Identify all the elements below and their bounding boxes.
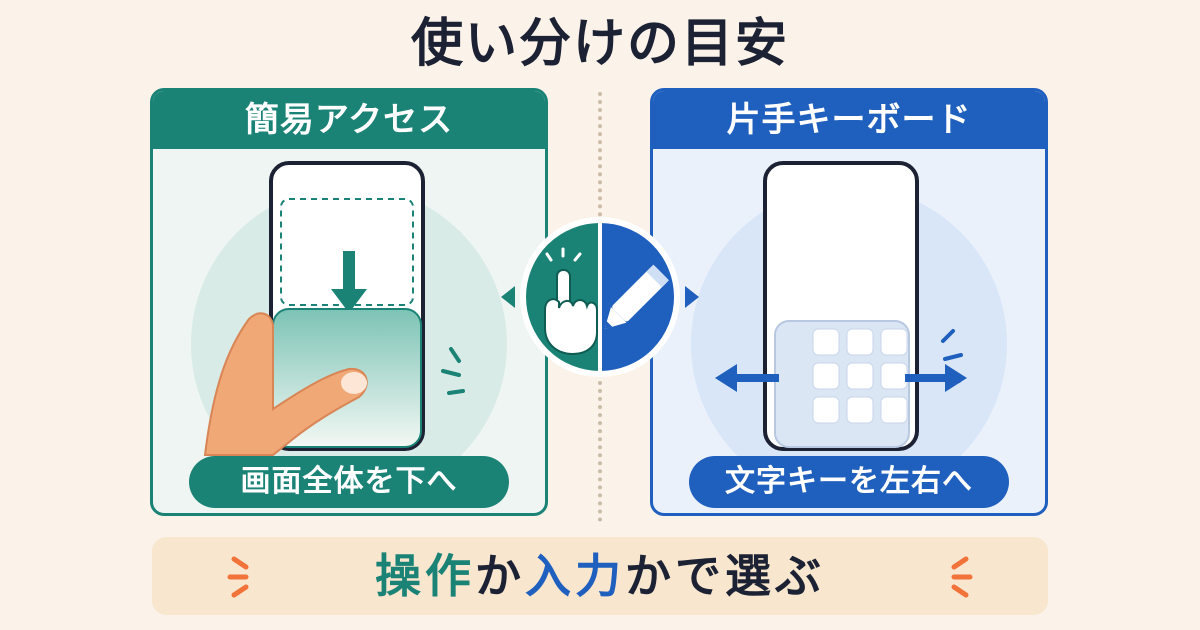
right-spark-icon <box>951 556 973 598</box>
bottom-message: 操作か入力かで選ぶ <box>152 537 1048 615</box>
reachability-panel: 簡易アクセス 画面全体を下へ <box>150 88 548 516</box>
down-arrow-icon <box>331 251 367 313</box>
center-badge <box>501 217 699 377</box>
bottom-rest: かで選ぶ <box>625 549 825 603</box>
reachability-caption: 画面全体を下へ <box>189 456 509 508</box>
bottom-banner: 操作か入力かで選ぶ <box>152 537 1048 615</box>
left-arrow-icon <box>715 364 779 392</box>
bottom-word-operation: 操作 <box>375 549 475 603</box>
reachability-illustration <box>191 161 507 502</box>
key-grid <box>812 328 908 424</box>
hand-icon <box>203 312 368 456</box>
motion-lines <box>941 329 963 383</box>
bottom-connector: か <box>475 549 525 603</box>
bottom-word-input: 入力 <box>525 549 625 603</box>
keyboard-illustration <box>691 161 1007 502</box>
left-spark-icon <box>227 556 249 598</box>
page-title: 使い分けの目安 <box>410 14 789 74</box>
reachability-header: 簡易アクセス <box>153 91 545 149</box>
tap-sparkle <box>545 247 582 262</box>
right-triangle-icon <box>685 286 699 308</box>
pencil-icon <box>604 264 669 329</box>
one-handed-keyboard-header: 片手キーボード <box>653 91 1045 149</box>
hand-tap-icon <box>544 269 598 356</box>
keyboard-panel <box>774 320 910 448</box>
one-handed-keyboard-caption: 文字キーを左右へ <box>689 456 1009 508</box>
left-triangle-icon <box>501 286 515 308</box>
motion-lines <box>441 347 465 395</box>
one-handed-keyboard-panel: 片手キーボード 文字キーを左右へ <box>650 88 1048 516</box>
